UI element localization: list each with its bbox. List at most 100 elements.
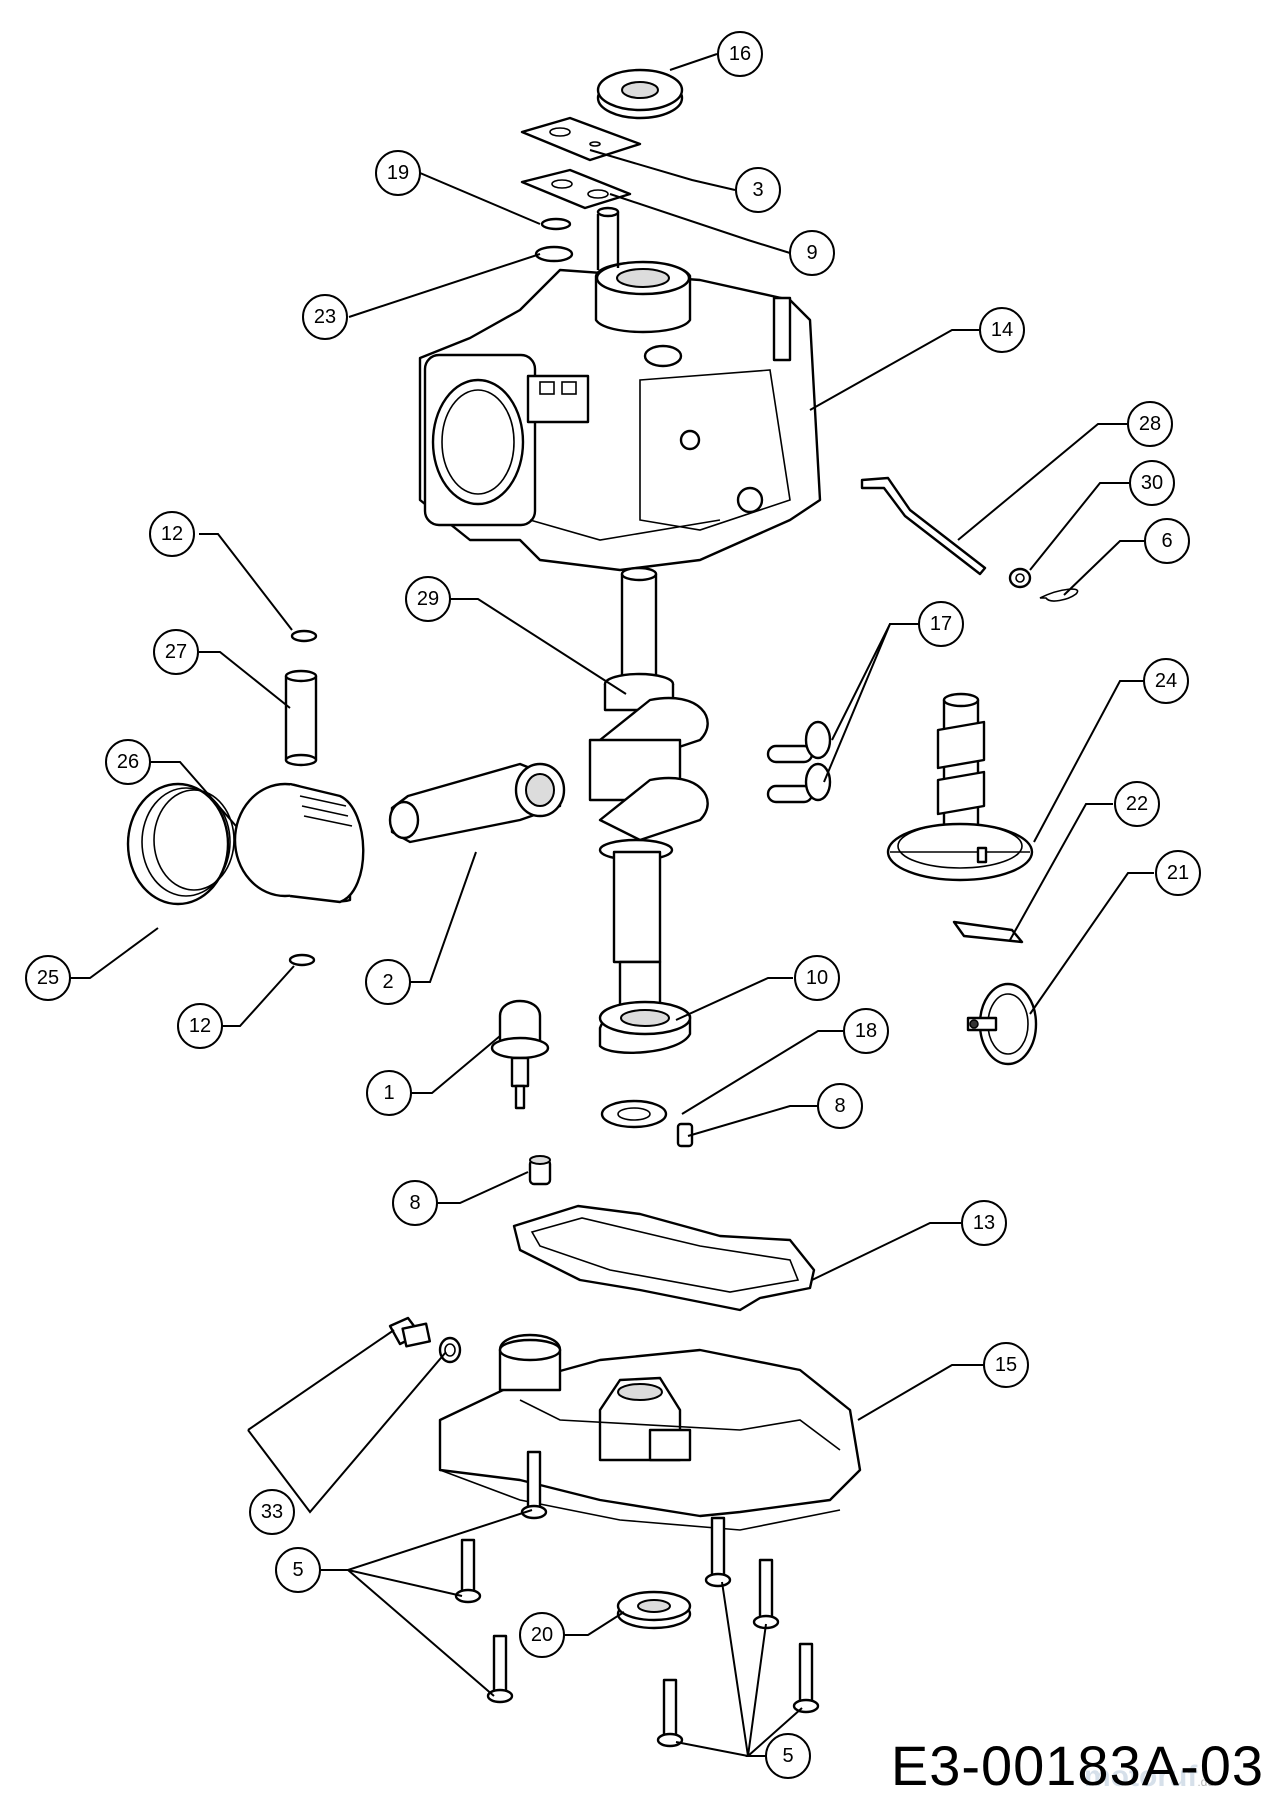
callout-2: 2	[365, 959, 411, 1005]
callout-10: 10	[794, 955, 840, 1001]
svg-text:1: 1	[383, 1082, 394, 1104]
part-13-gasket	[512, 1204, 816, 1312]
callout-8-left: 8	[392, 1180, 438, 1226]
part-10-gear	[598, 1000, 692, 1054]
part-19-ring	[540, 217, 572, 231]
part-6-clip	[1039, 588, 1079, 602]
svg-text:30: 30	[1141, 472, 1163, 494]
part-9-gasket	[520, 168, 632, 210]
drawing-number: E3-00183A-03	[890, 1734, 1264, 1797]
watermark-text: motoruf	[1084, 1760, 1198, 1793]
callout-26: 26	[105, 739, 151, 785]
svg-text:33: 33	[261, 1501, 283, 1523]
svg-text:22: 22	[1126, 793, 1148, 815]
part-5-bolt	[656, 1678, 684, 1748]
part-5-bolt	[792, 1642, 820, 1714]
callout-18: 18	[843, 1008, 889, 1054]
part-12-clip-top	[290, 629, 318, 643]
part-16-oil-seal	[596, 68, 684, 120]
part-17-dowel-pins	[766, 720, 832, 804]
part-24-camshaft	[886, 692, 1034, 882]
part-26-piston	[233, 782, 365, 904]
callout-3: 3	[735, 167, 781, 213]
svg-text:21: 21	[1167, 862, 1189, 884]
callout-27: 27	[153, 629, 199, 675]
svg-text:13: 13	[973, 1212, 995, 1234]
svg-text:18: 18	[855, 1020, 877, 1042]
part-2-connecting-rod	[388, 762, 566, 844]
svg-text:24: 24	[1155, 670, 1177, 692]
part-8-dowel-left	[528, 1155, 552, 1186]
callout-22: 22	[1114, 781, 1160, 827]
part-18-washer	[600, 1099, 668, 1129]
callout-33: 33	[249, 1489, 295, 1535]
svg-text:27: 27	[165, 641, 187, 663]
part-21-governor-gear	[966, 982, 1038, 1066]
svg-text:12: 12	[161, 523, 183, 545]
callout-28: 28	[1127, 401, 1173, 447]
svg-text:9: 9	[806, 242, 817, 264]
svg-text:3: 3	[752, 179, 763, 201]
callout-13: 13	[961, 1200, 1007, 1246]
svg-text:8: 8	[834, 1095, 845, 1117]
callout-15: 15	[983, 1342, 1029, 1388]
callout-5-right: 5	[765, 1733, 811, 1779]
part-33-drain-plug	[388, 1316, 462, 1364]
part-20-oil-seal	[616, 1590, 692, 1630]
part-28-rod	[860, 476, 987, 576]
callout-14: 14	[979, 307, 1025, 353]
svg-text:20: 20	[531, 1624, 553, 1646]
callout-24: 24	[1143, 658, 1189, 704]
part-23-washer	[534, 245, 574, 263]
part-5-bolt	[486, 1634, 514, 1704]
part-14-cylinder-block	[418, 206, 822, 572]
callout-6: 6	[1144, 518, 1190, 564]
svg-text:5: 5	[292, 1559, 303, 1581]
svg-text:29: 29	[417, 588, 439, 610]
watermark-logo: motoruf.de	[1084, 1760, 1214, 1794]
svg-text:12: 12	[189, 1015, 211, 1037]
callout-12-bottom: 12	[177, 1003, 223, 1049]
callout-30: 30	[1129, 460, 1175, 506]
svg-text:14: 14	[991, 319, 1013, 341]
svg-text:26: 26	[117, 751, 139, 773]
svg-text:6: 6	[1161, 530, 1172, 552]
leader-lines	[70, 53, 1154, 1757]
svg-text:15: 15	[995, 1354, 1017, 1376]
part-12-clip-bottom	[288, 953, 316, 967]
callout-1: 1	[366, 1070, 412, 1116]
watermark-suffix: .de	[1197, 1775, 1214, 1789]
part-3-plate	[520, 116, 642, 162]
callout-25: 25	[25, 955, 71, 1001]
part-25-piston-rings	[126, 782, 235, 906]
part-15-crankcase-cover	[438, 1333, 862, 1531]
part-1-dipstick	[490, 999, 550, 1110]
part-5-bolt	[520, 1450, 548, 1520]
svg-text:23: 23	[314, 306, 336, 328]
callout-9: 9	[789, 230, 835, 276]
svg-text:8: 8	[409, 1192, 420, 1214]
callout-23: 23	[302, 294, 348, 340]
callout-29: 29	[405, 576, 451, 622]
callout-20: 20	[519, 1612, 565, 1658]
part-5-bolt	[704, 1516, 732, 1588]
callout-17: 17	[918, 601, 964, 647]
svg-text:5: 5	[782, 1745, 793, 1767]
part-5-bolt	[454, 1538, 482, 1604]
callout-19: 19	[375, 150, 421, 196]
part-27-piston-pin	[284, 669, 318, 767]
callout-5-left: 5	[275, 1547, 321, 1593]
callout-21: 21	[1155, 850, 1201, 896]
svg-text:25: 25	[37, 967, 59, 989]
svg-text:17: 17	[930, 613, 952, 635]
svg-text:19: 19	[387, 162, 409, 184]
callout-8-right: 8	[817, 1083, 863, 1129]
part-5-bolt	[752, 1558, 780, 1630]
callout-16: 16	[717, 31, 763, 77]
svg-text:10: 10	[806, 967, 828, 989]
svg-text:16: 16	[729, 43, 751, 65]
svg-text:28: 28	[1139, 413, 1161, 435]
part-22-plate	[952, 920, 1024, 944]
callout-12-top: 12	[149, 511, 195, 557]
